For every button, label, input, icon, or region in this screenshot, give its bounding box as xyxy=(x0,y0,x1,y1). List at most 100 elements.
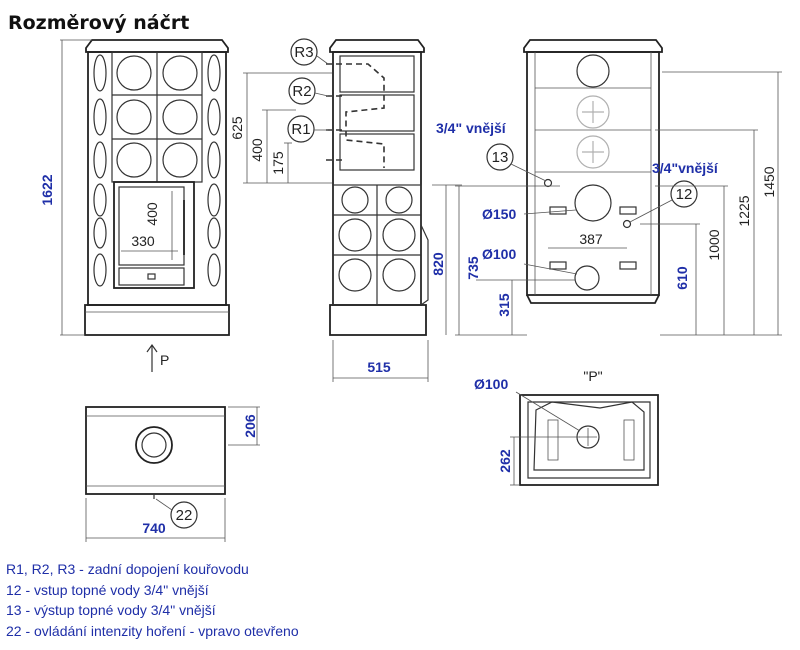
callout-22 xyxy=(170,501,198,529)
bottom-view: "P" Ø100 262 xyxy=(474,368,659,486)
dim-label-1450: 1450 xyxy=(761,166,777,197)
air-inlet-100 xyxy=(574,265,600,291)
rear-view: 3/4" vnější 3/4"vnější 13 12 Ø150 Ø100 3… xyxy=(436,39,782,336)
water-inlet-12 xyxy=(622,219,632,229)
rear-base xyxy=(526,294,660,304)
tile-ellipse xyxy=(207,54,221,92)
tile-ellipse xyxy=(93,253,107,287)
callout-r3-leader xyxy=(316,55,329,65)
side-plinth xyxy=(329,304,427,336)
callout-r3 xyxy=(290,38,318,66)
dia-label-100: Ø100 xyxy=(482,246,516,262)
legend: R1, R2, R3 - zadní dopojení kouřovodu 12… xyxy=(6,559,566,641)
flue-opening-r3 xyxy=(576,54,610,88)
tile-ellipse xyxy=(93,54,107,92)
callout-r2 xyxy=(288,77,316,105)
tile-circle xyxy=(116,142,152,178)
legend-item: 13 - výstup topné vody 3/4" vnější xyxy=(6,602,216,618)
rear-slot xyxy=(619,206,637,215)
door-height-label: 400 xyxy=(144,202,160,226)
tile-ellipse xyxy=(93,98,107,136)
tile-ellipse xyxy=(207,141,221,179)
tile-ellipse xyxy=(207,183,221,217)
flue-chamber xyxy=(339,133,415,171)
tile-circle xyxy=(162,55,198,91)
dim-label-206: 206 xyxy=(242,414,258,438)
tile-circle xyxy=(162,99,198,135)
tile-ellipse xyxy=(93,141,107,179)
dia-150-leader xyxy=(523,209,577,215)
top-outline xyxy=(85,406,226,495)
fire-door-frame xyxy=(113,181,195,289)
tile-circle xyxy=(338,258,372,292)
water-outlet-13 xyxy=(543,178,553,188)
dim-label-610: 610 xyxy=(674,266,690,290)
rear-body xyxy=(526,51,660,296)
front-tile-grid xyxy=(93,51,221,287)
flue-opening-150 xyxy=(574,184,612,222)
dim-label-625: 625 xyxy=(229,116,245,140)
flue-chamber xyxy=(339,55,415,93)
tile-circle xyxy=(116,99,152,135)
bottom-ash-tray xyxy=(533,401,645,471)
view-arrow-head xyxy=(146,343,158,353)
callout-r3-label: R3 xyxy=(294,44,313,61)
bottom-rib xyxy=(547,419,559,461)
dim-label-315: 315 xyxy=(496,293,512,317)
tile-circle xyxy=(341,186,369,214)
flue-opening-r2 xyxy=(576,95,610,129)
tile-circle xyxy=(385,186,413,214)
side-crown xyxy=(329,39,425,53)
bottom-dia-leader xyxy=(515,391,581,432)
tile-circle xyxy=(338,218,372,252)
callout-13 xyxy=(486,143,514,171)
page-title: Rozměrový náčrt xyxy=(8,12,189,34)
tile-circle xyxy=(382,218,416,252)
callout-22-label: 22 xyxy=(176,507,193,524)
tile-circle xyxy=(162,142,198,178)
dim-label-175: 175 xyxy=(270,151,286,175)
legend-item: 12 - vstup topné vody 3/4" vnější xyxy=(6,581,209,598)
height-label-1622: 1622 xyxy=(39,174,55,205)
rear-slot xyxy=(549,261,567,270)
flue-path-dashed xyxy=(326,63,385,168)
tile-circle xyxy=(116,55,152,91)
top-flue-opening xyxy=(141,432,167,458)
tile-ellipse xyxy=(207,217,221,249)
tile-ellipse xyxy=(207,253,221,287)
callout-r2-label: R2 xyxy=(292,83,311,100)
front-plinth xyxy=(84,304,230,336)
bottom-dia-label-100: Ø100 xyxy=(474,376,508,392)
bottom-outline xyxy=(519,394,659,486)
rear-slot xyxy=(619,261,637,270)
tile-circle xyxy=(382,258,416,292)
callout-22-leader xyxy=(155,498,173,511)
callout-12-label: 12 xyxy=(676,186,693,203)
dim-label-1000: 1000 xyxy=(706,229,722,260)
callout-r2-leader xyxy=(314,92,329,97)
bottom-view-title: "P" xyxy=(583,368,602,384)
rear-slot xyxy=(549,206,567,215)
tile-ellipse xyxy=(207,98,221,136)
ash-drawer xyxy=(118,267,185,286)
dim-label-387: 387 xyxy=(579,231,603,247)
thread-label-top: 3/4" vnější xyxy=(436,120,507,136)
tile-ellipse xyxy=(93,217,107,249)
top-view: 206 740 22 xyxy=(85,406,260,542)
front-view: 400 330 1622 P xyxy=(39,39,230,372)
dim-label-515: 515 xyxy=(367,359,391,375)
flue-opening-r1 xyxy=(576,135,610,169)
top-flue-collar xyxy=(135,426,173,464)
legend-item: 22 - ovládání intenzity hoření - vpravo … xyxy=(6,622,299,639)
side-door-hinge xyxy=(420,224,429,306)
side-view: R3 R2 R1 625 400 175 820 515 xyxy=(229,38,462,382)
dia-label-150: Ø150 xyxy=(482,206,516,222)
bottom-rib xyxy=(623,419,635,461)
ash-drawer-handle xyxy=(147,273,156,280)
front-crown xyxy=(85,39,229,53)
dim-label-735: 735 xyxy=(465,256,481,280)
dia-100-leader xyxy=(523,263,578,275)
view-arrow-label: P xyxy=(160,352,169,368)
dim-label-1225: 1225 xyxy=(736,195,752,226)
